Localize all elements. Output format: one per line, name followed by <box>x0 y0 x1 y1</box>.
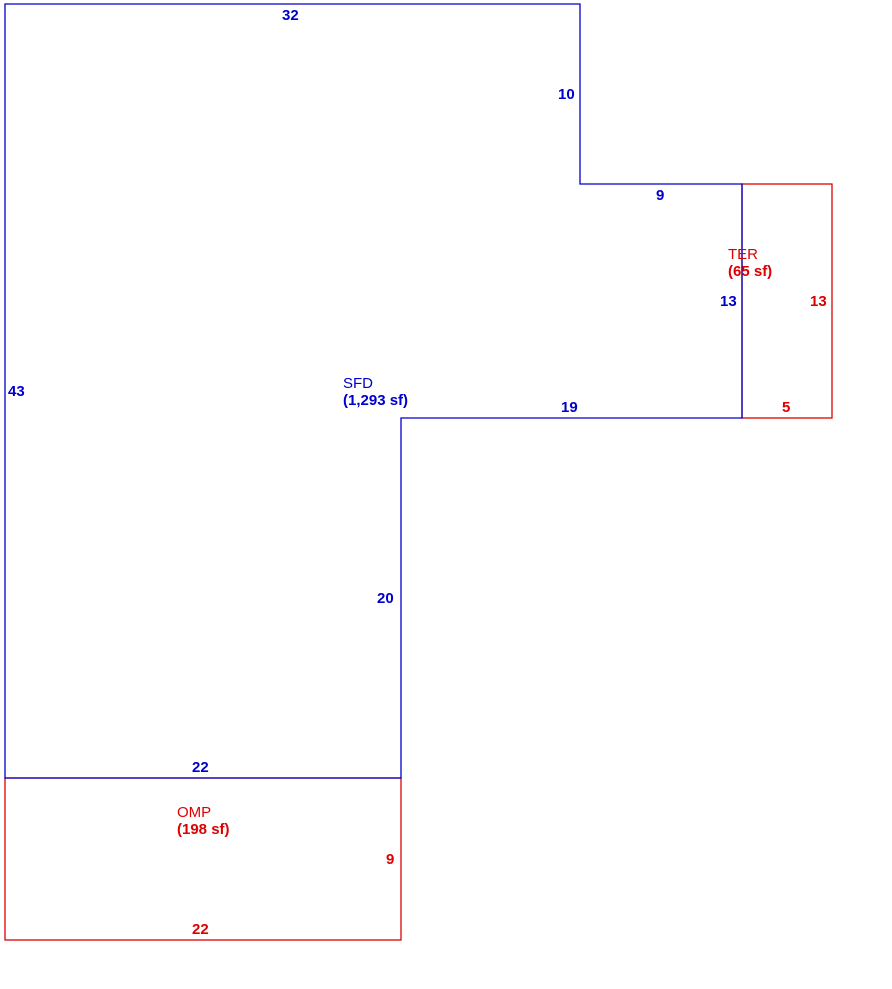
sfd-left-dimension: 43 <box>8 383 25 400</box>
sfd-outline <box>4 3 743 779</box>
sfd-bottom-dimension: 22 <box>192 759 209 776</box>
sfd-area-size: (1,293 sf) <box>343 392 408 409</box>
ter-bottom-dimension: 5 <box>782 399 790 416</box>
ter-area-size: (65 sf) <box>728 263 772 280</box>
omp-outline <box>4 777 402 941</box>
sfd-step-top-dimension: 9 <box>656 187 664 204</box>
sfd-step-bottom-dimension: 19 <box>561 399 578 416</box>
ter-right-dimension: 13 <box>810 293 827 310</box>
ter-area-name: TER <box>728 246 758 263</box>
omp-area-size: (198 sf) <box>177 821 230 838</box>
omp-area-name: OMP <box>177 804 211 821</box>
omp-right-dimension: 9 <box>386 851 394 868</box>
sfd-top-dimension: 32 <box>282 7 299 24</box>
sfd-area-name: SFD <box>343 375 373 392</box>
sfd-right-lower-dimension: 20 <box>377 590 394 607</box>
sfd-right-middle-dimension: 13 <box>720 293 737 310</box>
omp-bottom-dimension: 22 <box>192 921 209 938</box>
sfd-right-upper-dimension: 10 <box>558 86 575 103</box>
